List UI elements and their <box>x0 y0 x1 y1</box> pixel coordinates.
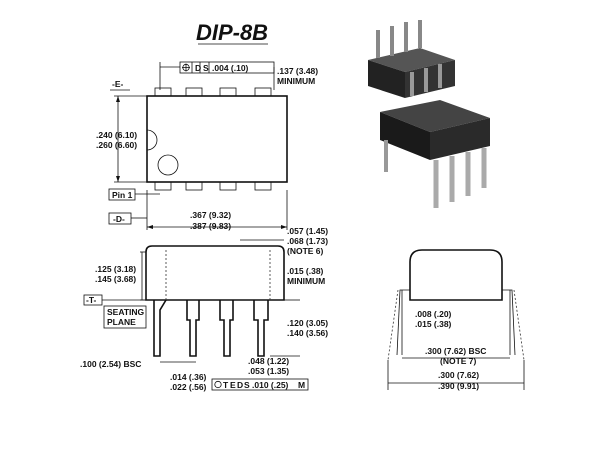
package-3d-top <box>368 20 455 98</box>
top-view-body <box>146 95 288 183</box>
side-view: .057 (1.45) .068 (1.73) (NOTE 6) .015 (.… <box>80 226 328 392</box>
drawing-title: DIP-8B <box>196 20 268 45</box>
tol-bottom-value: .010 (.25) <box>252 380 289 390</box>
dim-057: .057 (1.45) <box>287 226 328 236</box>
end-view-body <box>409 249 503 301</box>
dim-137-minimum: MINIMUM <box>277 76 315 86</box>
dim-260: .260 (6.60) <box>96 140 137 150</box>
note-6: (NOTE 6) <box>287 246 324 256</box>
tol-s: S <box>244 380 250 390</box>
dim-053: .053 (1.35) <box>248 366 289 376</box>
dim-015b: .015 (.38) <box>415 319 452 329</box>
pin1-dot <box>157 154 179 176</box>
dim-068: .068 (1.73) <box>287 236 328 246</box>
side-view-body <box>145 245 285 301</box>
top-view: D S .004 (.10) .137 (3.48) MINIMUM -E- <box>96 61 318 231</box>
dim-022: .022 (.56) <box>170 382 207 392</box>
plane-label: PLANE <box>107 317 136 327</box>
dim-137: .137 (3.48) <box>277 66 318 76</box>
package-3d-bottom <box>380 100 490 208</box>
tol-top-value: .004 (.10) <box>212 63 249 73</box>
datum-t: -T- <box>86 295 97 305</box>
dim-387: .387 (9.83) <box>190 221 231 231</box>
tol-e: E <box>230 380 236 390</box>
seating-label: SEATING <box>107 307 145 317</box>
tol-top-d: D <box>195 63 201 73</box>
dim-120: .120 (3.05) <box>287 318 328 328</box>
dim-140: .140 (3.56) <box>287 328 328 338</box>
dim-014: .014 (.36) <box>170 372 207 382</box>
pin1-label: Pin 1 <box>112 190 133 200</box>
notch <box>146 129 158 151</box>
dim-048: .048 (1.22) <box>248 356 289 366</box>
tol-t: T <box>223 380 229 390</box>
note-7: (NOTE 7) <box>440 356 477 366</box>
dim-008: .008 (.20) <box>415 309 452 319</box>
tol-d: D <box>237 380 243 390</box>
dim-145: .145 (3.68) <box>95 274 136 284</box>
dim-015-minimum: MINIMUM <box>287 276 325 286</box>
datum-e: -E- <box>112 79 124 89</box>
tol-m: M <box>298 380 305 390</box>
dim-300: .300 (7.62) <box>438 370 479 380</box>
dim-390: .390 (9.91) <box>438 381 479 391</box>
dim-367: .367 (9.32) <box>190 210 231 220</box>
dim-100-bsc: .100 (2.54) BSC <box>80 359 141 369</box>
end-view: .008 (.20) .015 (.38) .300 (7.62) BSC (N… <box>387 249 525 391</box>
dim-240: .240 (6.10) <box>96 130 137 140</box>
datum-d: -D- <box>113 214 125 224</box>
dim-125: .125 (3.18) <box>95 264 136 274</box>
tolerance-frame-bottom <box>211 378 309 391</box>
dim-015: .015 (.38) <box>287 266 324 276</box>
tol-top-s: S <box>203 63 209 73</box>
dim-300-bsc: .300 (7.62) BSC <box>425 346 486 356</box>
